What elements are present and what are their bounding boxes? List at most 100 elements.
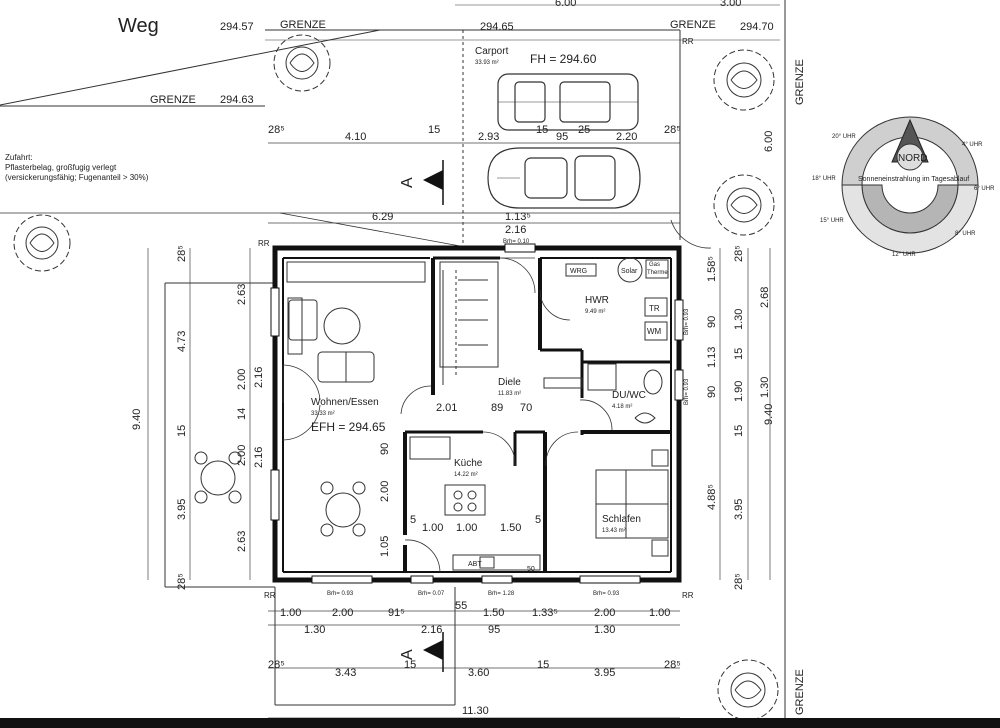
dimension-text: 6.00 3.00 28⁵ 4.10 15 2.93 15 95 25 2.20… [131,0,775,717]
dimension-value: 2.00 [236,445,248,466]
windows [270,243,684,584]
sun-hour-label: 8° UHR [955,231,976,237]
dimension-value: 2.68 [759,287,771,308]
dimension-value: 2.16 [421,624,442,636]
dimension-value: 15 [536,124,548,136]
room-name: DU/WC [612,390,646,401]
dimension-value: 14 [236,408,248,420]
room-area: 14.22 m² [454,472,478,478]
dimension-value: 3.00 [720,0,741,9]
dimension-value: 2.16 [253,367,265,388]
dimension-value: 1.58⁵ [706,256,718,282]
dimension-value: 1.30 [733,309,745,330]
room-efh: EFH = 294.65 [311,420,386,434]
dimension-value: 1.00 [649,607,670,619]
dimension-value: 90 [706,316,718,328]
room-area: 11.83 m² [498,391,521,397]
dimension-value: 3.43 [335,667,356,679]
dimension-value: 15 [537,659,549,671]
dimension-value: 15 [733,348,745,360]
sill-height-label: Brh= 0.93 [593,591,620,597]
dimension-value: 15 [733,425,745,437]
dimension-value: ABT [468,561,482,568]
dimension-value: 15 [404,659,416,671]
dimension-value: 28⁵ [664,124,681,136]
north-label: NORD [898,153,927,164]
room-area: 4.18 m² [612,404,632,410]
dimension-value: 28⁵ [733,245,745,262]
dimension-value: 6.00 [555,0,576,9]
labels: Weg GRENZE GRENZE GRENZE 294.57 294.63 2… [5,15,995,715]
sill-height-label: Brh= 0.07 [418,591,445,597]
access-note-line: (versickerungsfähig; Fugenanteil > 30%) [5,173,149,182]
dimension-value: 4.88⁵ [706,484,718,510]
dimension-value: 1.50 [500,522,521,534]
elevation-label: 294.63 [220,94,254,106]
room-name: Diele [498,377,521,388]
dimension-value: 2.00 [332,607,353,619]
boundary-label: GRENZE [794,59,806,105]
dimension-value: 1.13⁵ [505,211,531,223]
tree-symbol [13,214,71,272]
sun-title: Sonneneinstrahlung im Tagesablauf [858,176,969,183]
dimension-value: 2.63 [236,531,248,552]
section-marker-top [423,160,444,205]
dimension-value: 3.95 [594,667,615,679]
fixture-label: WRG [570,268,587,275]
dimension-value: 6.00 [763,131,775,152]
rr-marker: RR [682,591,694,600]
boundary-label: GRENZE [670,19,716,31]
dimension-value: 28⁵ [268,659,285,671]
dimension-value: 2.00 [594,607,615,619]
access-note-line: Zufahrt: [5,153,33,162]
dimension-value: 90 [379,443,391,455]
fixture-label: TR [649,304,660,313]
dimension-value: 2.63 [236,284,248,305]
dimension-value: 2.16 [505,224,526,236]
sun-hour-label: 18° UHR [812,176,836,182]
trees [13,34,779,721]
section-letter: A [399,177,416,188]
site-lines [0,0,786,728]
dimension-value: 90 [706,386,718,398]
carport-fh: FH = 294.60 [530,52,597,66]
room-area: 33.33 m² [311,411,335,417]
section-letter: A [399,649,416,660]
dimension-value: 2.01 [436,402,457,414]
dimension-value: 28⁵ [176,573,188,590]
sill-height-label: Brh= 0.93 [684,378,690,405]
dimension-value: 1.00 [456,522,477,534]
room-name: Küche [454,458,483,469]
dimension-value: 55 [455,600,467,612]
section-marker-bottom [423,632,444,672]
dimension-value: 4.73 [176,331,188,352]
sill-height-label: Brh= 0.93 [327,591,354,597]
dimension-value: 3.95 [176,499,188,520]
dimension-value: 3.95 [733,499,745,520]
dimension-value: 2.93 [478,131,499,143]
dimension-value: 95 [556,131,568,143]
car-bottom [487,147,641,209]
room-name: Wohnen/Essen [311,397,379,408]
boundary-label: GRENZE [280,19,326,31]
dimension-value: 28⁵ [664,659,681,671]
sun-diagram [841,116,979,254]
dimension-value: 1.05 [379,536,391,557]
dimension-value: 28⁵ [268,124,285,136]
house-walls [272,245,682,583]
dimension-value: 11.30 [462,705,489,717]
dimension-value: 28⁵ [176,245,188,262]
dimension-value: 89 [491,402,503,414]
dimension-value: 1.30 [759,377,771,398]
elevation-label: 294.65 [480,21,514,33]
dimension-value: 3.60 [468,667,489,679]
tree-symbol [713,174,775,236]
sill-height-label: Brh= 1.28 [488,591,515,597]
dimension-value: 5 [535,514,541,526]
dimension-value: 1.33⁵ [532,607,558,619]
access-note-line: Pflasterbelag, großfugig verlegt [5,163,117,172]
rr-marker: RR [682,37,694,46]
sill-height-label: Brh= 0.10 [503,239,530,245]
rr-marker: RR [258,239,270,248]
